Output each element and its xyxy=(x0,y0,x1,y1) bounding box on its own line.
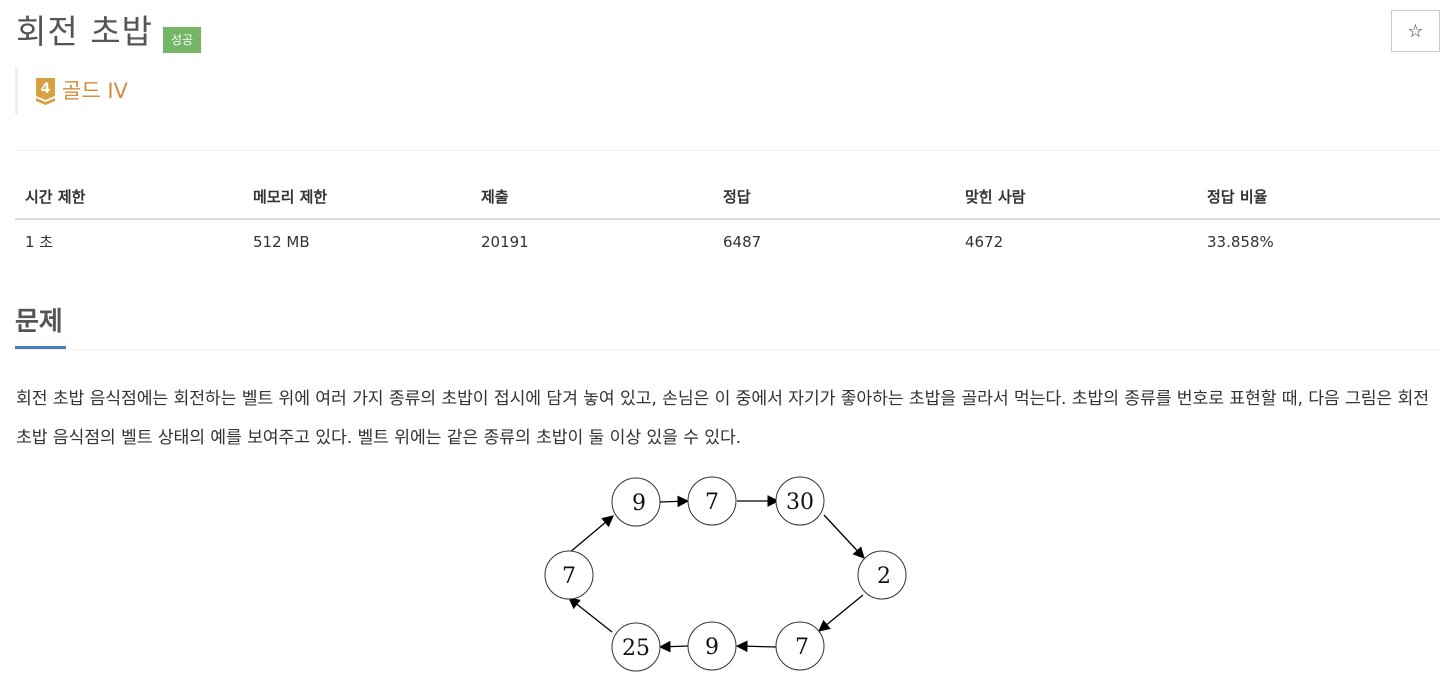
section-title: 문제 xyxy=(15,300,66,349)
tier-number: 4 xyxy=(41,81,51,97)
node-circle xyxy=(775,621,825,671)
diagram-edges xyxy=(568,495,865,653)
accepted-value[interactable]: 6487 xyxy=(723,232,762,251)
problem-section-header: 문제 xyxy=(15,300,1440,350)
node-circle xyxy=(775,476,825,526)
node-circle xyxy=(611,622,661,672)
time-limit-value: 1 초 xyxy=(25,233,54,251)
node-label: 2 xyxy=(877,564,891,589)
node-label: 9 xyxy=(632,491,646,516)
col-time-limit: 시간 제한 xyxy=(15,174,243,220)
divider xyxy=(15,150,1440,151)
node-label: 9 xyxy=(705,635,719,660)
node-circle xyxy=(544,550,594,600)
problem-description: 회전 초밥 음식점에는 회전하는 벨트 위에 여러 가지 종류의 초밥이 접시에… xyxy=(16,389,1429,448)
solved-users-value[interactable]: 4672 xyxy=(965,232,1004,251)
page-title: 회전 초밥 xyxy=(16,12,153,51)
result-badge: 성공 xyxy=(162,27,202,53)
node-circle xyxy=(687,476,737,526)
node-label: 30 xyxy=(786,490,814,515)
tier-label[interactable]: 골드 IV xyxy=(62,78,128,103)
col-submissions: 제출 xyxy=(471,174,713,220)
submissions-value[interactable]: 20191 xyxy=(481,232,529,251)
col-accept-ratio: 정답 비율 xyxy=(1197,174,1440,220)
node-label: 7 xyxy=(705,490,719,515)
problem-info-table: 시간 제한 메모리 제한 제출 정답 맞힌 사람 정답 비율 1 초 512 M… xyxy=(15,174,1440,263)
col-solved-users: 맞힌 사람 xyxy=(955,174,1197,220)
node-label: 7 xyxy=(562,564,576,589)
accept-ratio-value: 33.858% xyxy=(1207,232,1274,251)
memory-limit-value: 512 MB xyxy=(253,232,310,251)
tier-gold-icon: 4 xyxy=(36,77,55,106)
sushi-belt-diagram: 7 9 7 30 2 7 9 25 xyxy=(530,465,920,679)
star-icon: ☆ xyxy=(1407,20,1424,41)
tier-block: 4 골드 IV xyxy=(15,67,128,114)
node-circle xyxy=(611,477,661,527)
col-memory-limit: 메모리 제한 xyxy=(243,174,471,220)
node-label: 25 xyxy=(622,636,650,661)
node-circle xyxy=(857,550,907,600)
node-circle xyxy=(687,621,737,671)
star-button[interactable]: ☆ xyxy=(1391,10,1440,52)
col-accepted: 정답 xyxy=(713,174,955,220)
node-label: 7 xyxy=(795,635,809,660)
title-row: 회전 초밥 성공 xyxy=(16,10,202,54)
table-header-row: 시간 제한 메모리 제한 제출 정답 맞힌 사람 정답 비율 xyxy=(15,174,1440,220)
table-row: 1 초 512 MB 20191 6487 4672 33.858% xyxy=(15,219,1440,263)
